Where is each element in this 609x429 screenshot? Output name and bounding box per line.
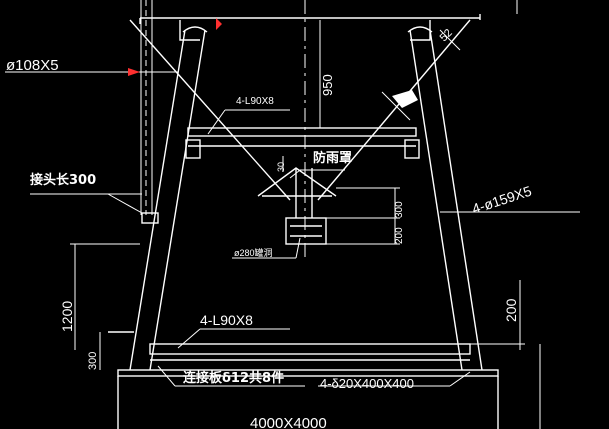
leader-base — [449, 371, 471, 387]
tower-structure — [108, 14, 499, 429]
label-reducer: ø280罐洞 — [234, 247, 273, 258]
right-column-outer — [429, 29, 483, 371]
dim-200-right: 200 — [503, 298, 519, 322]
dimension-values: 950 30 300 200 1200 300 200 — [59, 74, 519, 370]
label-joint-length: 接头长300 — [30, 172, 96, 188]
mid-angle-beam — [187, 127, 417, 137]
funnel-right — [317, 19, 471, 201]
label-plate: 连接板δ12共8件 — [183, 370, 284, 386]
angle-tag: 52 — [438, 27, 461, 51]
dimension-arrow-icon — [216, 18, 222, 30]
text-labels: ø108X5 接头长300 4-L90X8 防雨罩 4-ø159X5 ø280罐… — [6, 57, 534, 429]
leader-angle-bottom — [177, 328, 201, 349]
dim-300: 300 — [394, 201, 405, 218]
leader-hood — [289, 169, 301, 179]
dim-30: 30 — [276, 162, 286, 172]
leader-joint — [107, 193, 143, 214]
dimension-lines — [70, 0, 541, 429]
leaders — [5, 71, 580, 387]
label-hood: 防雨罩 — [313, 150, 352, 166]
label-base-plate: 4-δ20X400X400 — [320, 376, 414, 391]
label-pipe-top: ø108X5 — [6, 57, 59, 74]
right-column-cap — [407, 26, 433, 33]
bottom-angle-beam — [149, 343, 471, 355]
left-gusset — [179, 20, 200, 41]
weld-symbol-icon — [381, 90, 418, 121]
mid-right-connector — [404, 139, 420, 159]
left-column-cap — [182, 26, 208, 33]
right-gusset — [410, 20, 431, 41]
label-base-size: 4000X4000 — [250, 415, 327, 429]
dim-200-mid: 200 — [394, 227, 405, 244]
vent-pipe — [140, 0, 153, 215]
dim-1200: 1200 — [59, 301, 75, 332]
reducer-flange — [285, 217, 327, 245]
dim-950: 950 — [320, 74, 335, 96]
leader-angle-top — [207, 109, 226, 135]
mid-left-connector — [185, 139, 201, 159]
dimension-arrow-icon — [128, 68, 140, 76]
joint-bracket — [141, 212, 159, 224]
dim-300-left: 300 — [87, 352, 99, 370]
funnel-left — [129, 19, 291, 201]
right-column-inner — [409, 29, 463, 371]
base-plate-row — [117, 369, 499, 377]
label-angle-top: 4-L90X8 — [236, 96, 274, 107]
left-column-inner — [149, 29, 206, 371]
left-column-outer — [129, 29, 186, 371]
leader-reducer — [295, 237, 301, 259]
label-angle-bottom: 4-L90X8 — [200, 312, 253, 328]
leader-plate — [157, 365, 176, 387]
